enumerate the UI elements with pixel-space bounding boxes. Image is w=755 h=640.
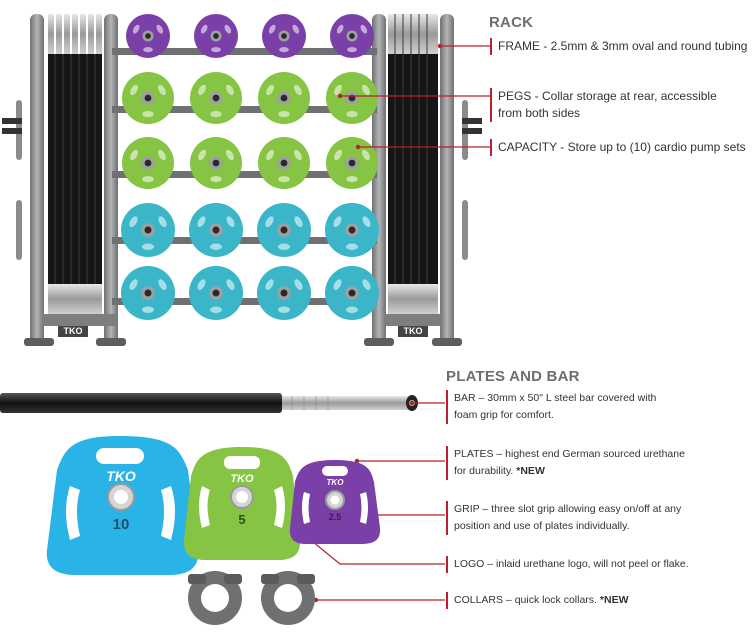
stored-plate — [189, 203, 243, 257]
frame-text: FRAME - 2.5mm & 3mm oval and round tubin… — [498, 39, 748, 53]
bar-text-line1: BAR – 30mm x 50" L steel bar covered wit… — [454, 392, 657, 404]
barbell — [0, 393, 418, 413]
stored-plate — [262, 14, 306, 58]
plates-text-line1: PLATES – highest end German sourced uret… — [454, 448, 685, 460]
collars-text: COLLARS – quick lock collars. — [454, 594, 597, 606]
rack-brand-left: TKO — [63, 326, 83, 336]
stored-plate — [326, 72, 378, 124]
rack-brand-right: TKO — [403, 326, 423, 336]
plates-text-line2: for durability. — [454, 465, 514, 477]
logo-callout: LOGO – inlaid urethane logo, will not pe… — [446, 556, 754, 573]
stored-plate — [122, 72, 174, 124]
stored-plate — [258, 137, 310, 189]
stored-plates — [121, 14, 379, 320]
stored-plate — [126, 14, 170, 58]
plates-bar-heading: PLATES AND BAR — [446, 368, 580, 385]
plate-medium-brand: TKO — [230, 473, 254, 485]
stored-plate — [190, 137, 242, 189]
plate-small-brand: TKO — [326, 478, 344, 487]
stored-bars-left — [48, 14, 102, 337]
pegs-text-line1: PEGS - Collar storage at rear, accessibl… — [498, 89, 717, 103]
collar-left — [188, 571, 242, 625]
pegs-text-line2: from both sides — [498, 106, 581, 120]
capacity-callout: CAPACITY - Store up to (10) cardio pump … — [490, 139, 755, 156]
bar-text-line2: foam grip for comfort. — [454, 409, 554, 421]
stored-plate — [122, 137, 174, 189]
collar-right — [261, 571, 315, 625]
stored-plate — [326, 137, 378, 189]
bar-callout: BAR – 30mm x 50" L steel bar covered wit… — [446, 390, 754, 424]
stored-plate — [325, 203, 379, 257]
stored-plate — [189, 266, 243, 320]
collars-new-badge: *NEW — [599, 594, 629, 606]
peg-rails — [112, 48, 377, 305]
grip-callout: GRIP – three slot grip allowing easy on/… — [446, 501, 754, 535]
stored-plate — [257, 266, 311, 320]
stored-plate — [190, 72, 242, 124]
plate-large-weight: 10 — [112, 516, 130, 533]
pegs-callout: PEGS - Collar storage at rear, accessibl… — [490, 88, 748, 122]
plate-small-purple — [289, 460, 381, 544]
grip-text-line1: GRIP – three slot grip allowing easy on/… — [454, 503, 682, 515]
grip-text-line2: position and use of plates individually. — [454, 520, 630, 532]
plates-callout: PLATES – highest end German sourced uret… — [446, 446, 754, 480]
plate-large-blue — [46, 436, 199, 575]
stored-plate — [325, 266, 379, 320]
plate-medium-weight: 5 — [238, 512, 246, 527]
capacity-text: CAPACITY - Store up to (10) cardio pump … — [498, 140, 746, 154]
stored-plate — [121, 266, 175, 320]
logo-text: LOGO – inlaid urethane logo, will not pe… — [454, 558, 689, 570]
stored-plate — [330, 14, 374, 58]
stored-plate — [257, 203, 311, 257]
stored-plate — [194, 14, 238, 58]
plate-small-weight: 2.5 — [328, 512, 342, 522]
collars-callout: COLLARS – quick lock collars. *NEW — [446, 592, 754, 609]
stored-plate — [121, 203, 175, 257]
plate-large-brand: TKO — [106, 468, 136, 484]
stored-bars-right — [388, 14, 438, 337]
plates-new-badge: *NEW — [516, 465, 545, 477]
frame-callout: FRAME - 2.5mm & 3mm oval and round tubin… — [490, 38, 755, 55]
stored-plate — [258, 72, 310, 124]
plate-medium-green — [183, 447, 301, 560]
rack-heading: RACK — [489, 14, 534, 31]
